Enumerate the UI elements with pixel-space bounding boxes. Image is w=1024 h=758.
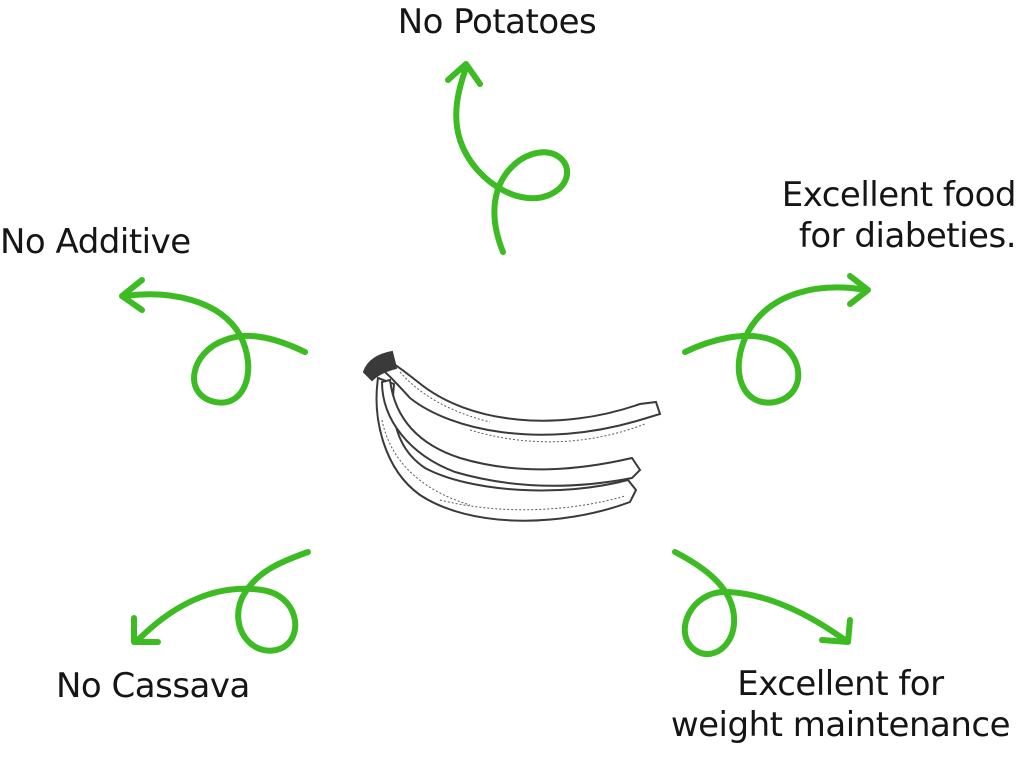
- label-no-cassava-text: No Cassava: [56, 666, 250, 706]
- arrow-to-no-additive: [119, 277, 308, 406]
- label-diabetes-food-line1: Excellent food: [781, 175, 1017, 215]
- label-diabetes-food: Excellent food for diabeties.: [781, 175, 1017, 257]
- label-no-cassava: No Cassava: [56, 666, 250, 707]
- arrow-to-diabetes-food: [682, 273, 871, 406]
- banana-icon: [362, 350, 662, 522]
- label-no-potatoes: No Potatoes: [372, 2, 622, 43]
- label-no-additive-text: No Additive: [0, 222, 191, 262]
- label-weight-maintenance-line2: weight maintenance: [670, 704, 1011, 745]
- label-weight-maintenance: Excellent for weight maintenance: [670, 664, 1011, 746]
- label-weight-maintenance-line1: Excellent for: [737, 664, 944, 704]
- label-no-potatoes-text: No Potatoes: [397, 2, 597, 42]
- arrow-to-no-potatoes: [445, 61, 571, 255]
- arrow-to-no-cassava: [131, 549, 311, 654]
- arrow-to-weight-maintenance: [672, 549, 853, 658]
- label-no-additive: No Additive: [0, 222, 191, 263]
- label-diabetes-food-line2: for diabeties.: [798, 215, 1017, 256]
